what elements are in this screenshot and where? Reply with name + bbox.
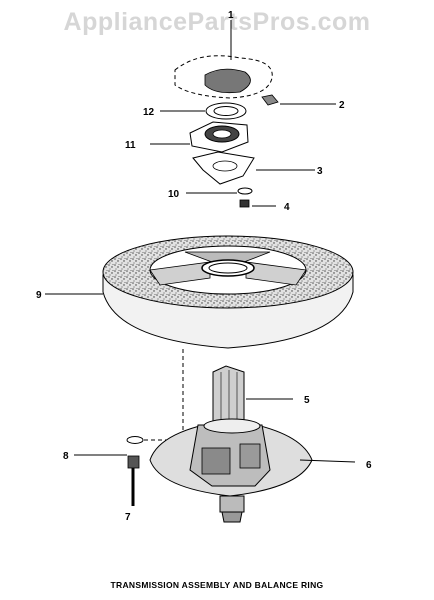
diagram-caption: TRANSMISSION ASSEMBLY AND BALANCE RING: [110, 580, 324, 590]
callout-7: 7: [125, 512, 131, 523]
part-1-housing: [174, 20, 273, 99]
part-4-bolt: [239, 199, 276, 208]
part-2-clip: [261, 94, 336, 106]
callout-2: 2: [339, 100, 345, 111]
part-6-transmission: [149, 418, 356, 523]
part-7-screw: [127, 455, 140, 506]
callout-1: 1: [228, 10, 234, 21]
part-9-balance-ring: [45, 235, 354, 349]
callout-10: 10: [168, 189, 180, 200]
watermark: AppliancePartsPros.com: [63, 8, 371, 36]
callout-11: 11: [125, 140, 136, 151]
alignment-lines: [130, 349, 184, 441]
callout-8: 8: [63, 451, 69, 462]
callout-12: 12: [143, 107, 155, 118]
part-8-washer: [74, 436, 144, 456]
callout-5: 5: [304, 395, 310, 406]
part-10-washer: [186, 187, 253, 195]
callout-3: 3: [317, 166, 323, 177]
callout-9: 9: [36, 290, 42, 301]
part-12-seal: [160, 102, 247, 120]
part-11-bearing-housing: [150, 121, 249, 153]
part-3-gasket: [192, 151, 315, 185]
callout-6: 6: [366, 460, 372, 471]
callout-4: 4: [284, 202, 290, 213]
